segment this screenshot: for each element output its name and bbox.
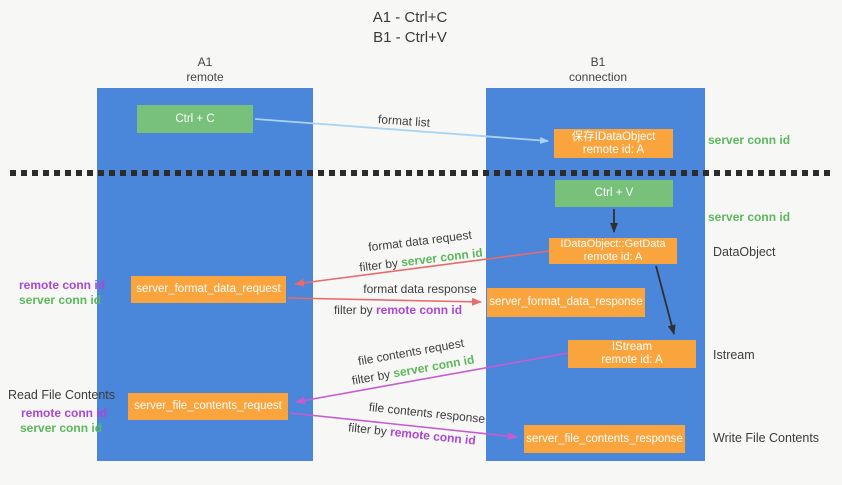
server-format-data-request-node: server_format_data_request <box>131 276 286 303</box>
left-remote-conn-id-1: remote conn id <box>19 278 106 292</box>
save-idataobject-line2: remote id: A <box>582 143 645 156</box>
filter-by-text: filter by <box>333 303 373 317</box>
remote-conn-id-text: remote conn id <box>389 424 477 448</box>
save-idataobject-node: 保存IDataObject remote id: A <box>554 129 673 158</box>
lane-a-role: remote <box>186 70 224 84</box>
getdata-line2: remote id: A <box>583 251 643 263</box>
server-format-data-response-node: server_format_data_response <box>487 288 645 317</box>
diagram-title: A1 - Ctrl+C B1 - Ctrl+V <box>0 8 820 48</box>
lane-b-name: B1 <box>590 55 606 69</box>
save-idataobject-line1: 保存IDataObject <box>571 130 656 143</box>
format-data-response-label: format data response <box>363 282 477 296</box>
filter-by-text: filter by <box>350 367 392 388</box>
ctrl-c-label: Ctrl + C <box>175 112 215 125</box>
istream-node: IStream remote id: A <box>568 340 696 368</box>
left-server-conn-id-2: server conn id <box>20 421 103 435</box>
getdata-line1: IDataObject::GetData <box>560 238 666 250</box>
format-list-label: format list <box>377 112 431 130</box>
lane-a-header: A1 remote <box>105 55 305 85</box>
title-line-2: B1 - Ctrl+V <box>373 29 447 46</box>
server-file-contents-request-node: server_file_contents_request <box>128 393 288 420</box>
remote-conn-id-text: remote conn id <box>376 303 463 317</box>
file-request-label: server_file_contents_request <box>134 400 282 412</box>
format-data-response-arrow <box>287 297 482 306</box>
left-remote-conn-id-2: remote conn id <box>21 406 108 420</box>
machine-boundary-dotted-line <box>10 170 830 176</box>
write-file-contents-label: Write File Contents <box>713 431 820 445</box>
left-server-conn-id-1: server conn id <box>19 293 102 307</box>
read-file-contents-label: Read File Contents <box>8 388 116 402</box>
filter-by-remote-conn-id-1: filter by remote conn id <box>334 303 462 317</box>
filter-by-text: filter by <box>358 255 399 275</box>
ctrl-v-node: Ctrl + V <box>555 180 673 207</box>
dataobject-label: DataObject <box>713 245 776 259</box>
lane-b-header: B1 connection <box>498 55 698 85</box>
server-file-contents-response-node: server_file_contents_response <box>524 425 685 453</box>
file-contents-response-label: file contents response <box>368 399 486 427</box>
istream-line1: IStream <box>611 341 653 353</box>
server-conn-id-text: server conn id <box>400 245 484 270</box>
server-conn-id-label-mid: server conn id <box>708 210 791 224</box>
istream-side-label: Istream <box>713 348 755 362</box>
title-line-1: A1 - Ctrl+C <box>372 9 448 26</box>
format-request-label: server_format_data_request <box>136 283 281 295</box>
lane-a-name: A1 <box>197 55 213 69</box>
filter-by-remote-conn-id-2: filter by remote conn id <box>348 420 477 447</box>
format-response-label: server_format_data_response <box>489 296 643 308</box>
lane-b-role: connection <box>568 70 628 84</box>
filter-by-text: filter by <box>347 420 388 439</box>
server-conn-id-label-top: server conn id <box>708 133 791 147</box>
istream-line2: remote id: A <box>601 354 663 366</box>
idataobject-getdata-node: IDataObject::GetData remote id: A <box>549 238 677 264</box>
ctrl-c-node: Ctrl + C <box>137 105 253 133</box>
file-response-label: server_file_contents_response <box>526 432 683 445</box>
ctrl-v-label: Ctrl + V <box>594 187 634 199</box>
